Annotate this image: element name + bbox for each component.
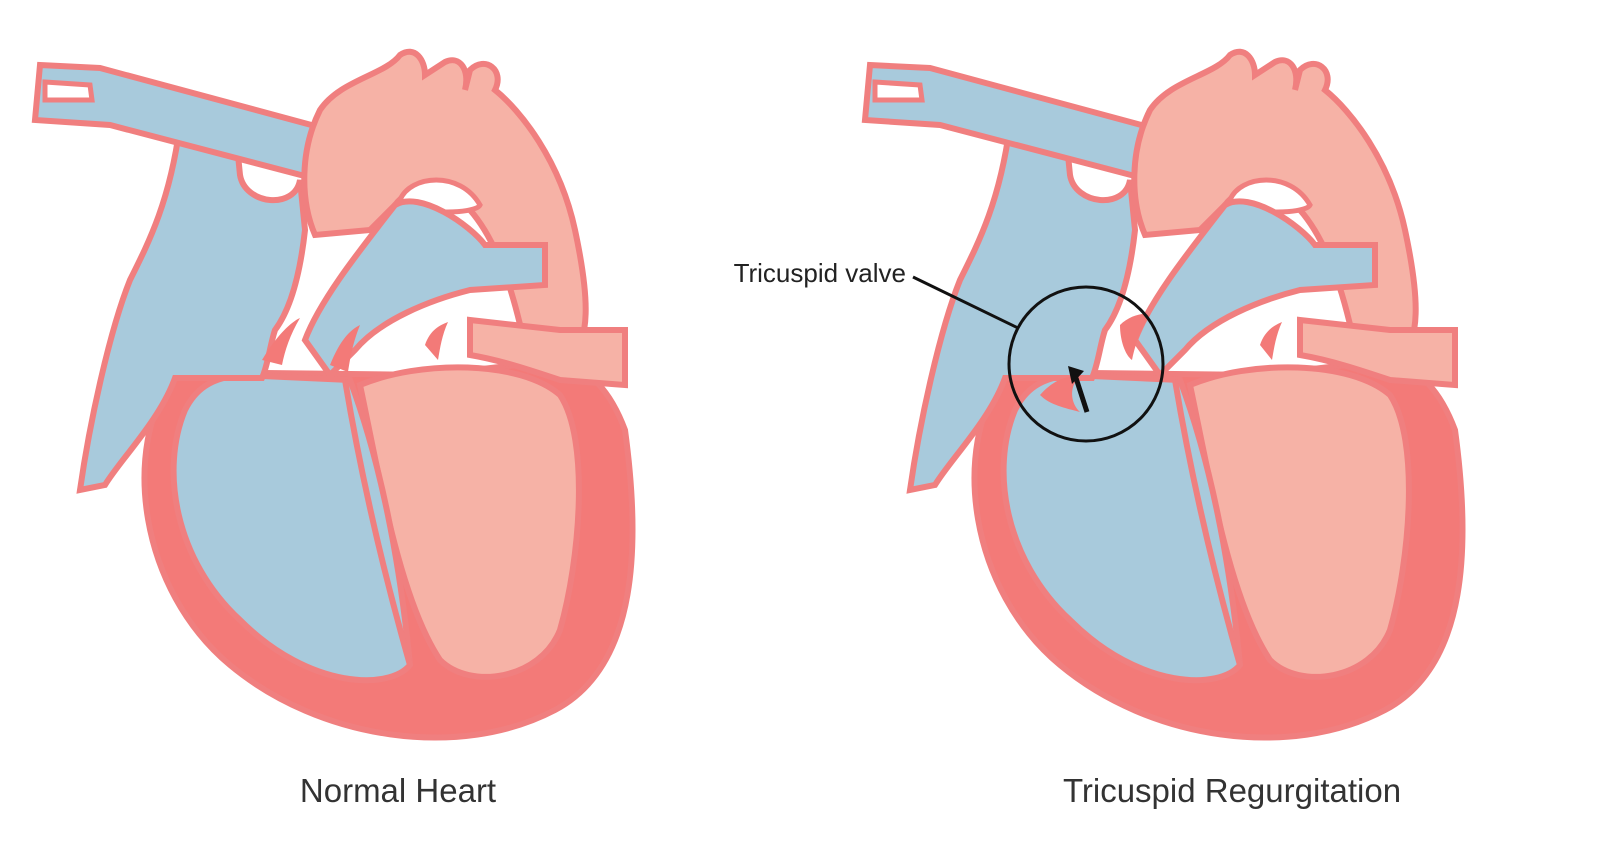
tricuspid-leaflet	[262, 318, 300, 365]
normal-heart-caption: Normal Heart	[300, 772, 496, 809]
regurgitation-heart-illustration	[865, 52, 1463, 738]
tricuspid-leaflet	[1040, 376, 1080, 412]
callout-circle	[1007, 285, 1165, 443]
tricuspid-callout: Tricuspid valve	[734, 258, 1165, 443]
mitral-leaflet	[425, 322, 448, 360]
tricuspid-leaflet	[330, 325, 360, 372]
arrow-head-icon	[1068, 366, 1084, 384]
normal-heart-illustration	[35, 52, 633, 738]
mitral-leaflet	[1260, 322, 1282, 360]
callout-label: Tricuspid valve	[734, 258, 906, 288]
tricuspid-leaflet	[1120, 313, 1150, 360]
tricuspid-regurgitation-caption: Tricuspid Regurgitation	[1063, 772, 1401, 809]
callout-leader-line	[912, 275, 1019, 330]
regurgitation-arrow	[1073, 377, 1090, 413]
